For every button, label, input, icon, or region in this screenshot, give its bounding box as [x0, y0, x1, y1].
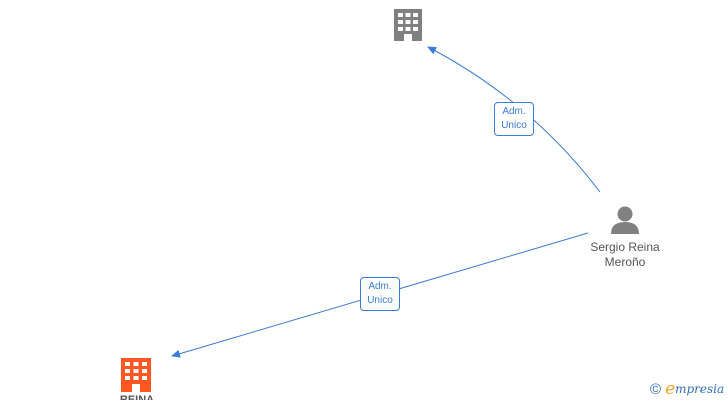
edge-label-line1: Adm.	[502, 106, 526, 117]
edge-label-line1: Adm.	[368, 281, 392, 292]
edge-label-top[interactable]: Adm. Unico	[494, 102, 534, 136]
footer-brand: © e mpresia	[650, 379, 724, 399]
edge-label-line2: Unico	[501, 120, 527, 131]
person-icon[interactable]	[611, 206, 639, 235]
edge-label-bottom[interactable]: Adm. Unico	[360, 277, 400, 311]
person-name-line1: Sergio Reina	[590, 240, 660, 254]
brand-logo-text: mpresia	[675, 382, 725, 396]
person-name-line2: Meroño	[604, 255, 646, 269]
edge-label-line2: Unico	[367, 295, 393, 306]
person-name[interactable]: Sergio Reina Meroño	[580, 240, 670, 270]
brand-logo-initial: e	[665, 379, 676, 399]
building-icon[interactable]	[394, 9, 422, 41]
company-name[interactable]: REINA	[119, 394, 155, 400]
copyright-symbol: ©	[650, 380, 662, 398]
building-icon-highlighted[interactable]	[121, 358, 151, 392]
